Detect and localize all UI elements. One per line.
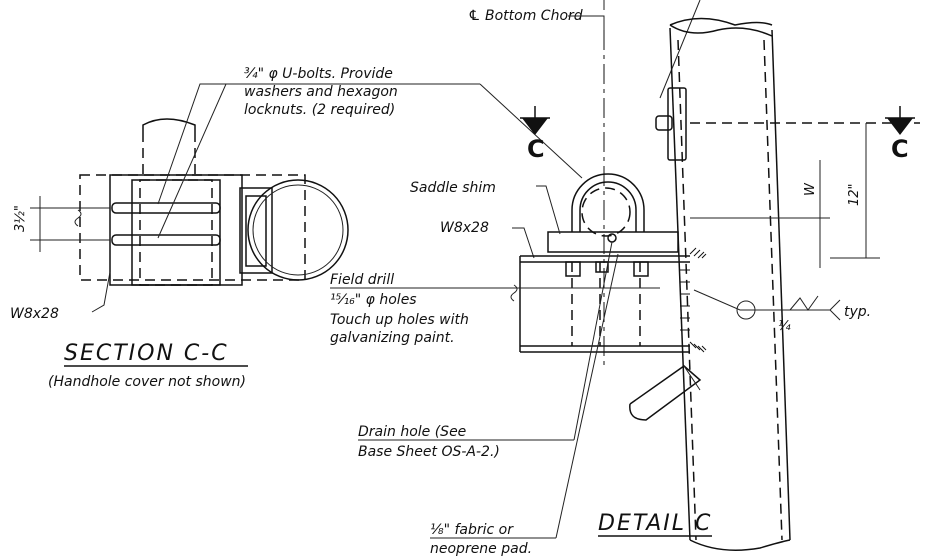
section-cc-pole: [142, 118, 196, 132]
field-drill-line-4: galvanizing paint.: [330, 330, 455, 346]
section-mark-left: C: [527, 135, 545, 163]
detail-c-view: ℄ Bottom Chord C C Saddl: [330, 0, 920, 557]
dimension-w: W: [690, 160, 830, 268]
weld-size: ¼: [778, 319, 791, 334]
saddle-label: Saddle shim: [410, 180, 496, 196]
svg-text:12": 12": [847, 183, 862, 206]
detail-c-title: DETAIL C: [598, 511, 712, 536]
section-mark-left-arrow: [522, 118, 548, 135]
brace-pipe: [629, 365, 702, 421]
pad-note-line-1: ⅛" fabric or: [430, 522, 514, 538]
ubolt-note-line-3: locknuts. (2 required): [244, 102, 395, 118]
drain-note-line-2: Base Sheet OS-A-2.): [358, 444, 500, 460]
dimension-12: 12": [830, 123, 880, 259]
drain-note-line-1: Drain hole (See: [358, 424, 466, 440]
drain-hole: [607, 233, 617, 243]
pad-note-line-2: neoprene pad.: [430, 541, 532, 557]
pole-bolt-plate: [667, 87, 687, 161]
detail-c-pole: [669, 17, 773, 26]
section-cc-pipe-circle: [247, 179, 349, 281]
section-cc-ubolt-top: [111, 202, 221, 214]
svg-text:W: W: [803, 182, 818, 196]
section-cc-title: SECTION C-C: [64, 341, 229, 366]
saddle-shim: [547, 231, 679, 253]
weld-all-around: [736, 300, 756, 320]
field-drill-line-3: Touch up holes with: [330, 312, 469, 328]
section-cc-subtitle: (Handhole cover not shown): [48, 374, 246, 390]
field-drill-line-1: Field drill: [330, 272, 394, 288]
section-cc-saddle-plate: [131, 179, 221, 286]
weld-symbol: [693, 289, 841, 321]
detail-u-bolt: [571, 173, 645, 232]
section-cc-view: 3½" W8x28 SECTION C-C (Handhole cover no…: [10, 118, 349, 390]
ubolt-note: ¾" φ U-bolts. Provide washers and hexago…: [157, 66, 583, 239]
section-cc-beam-label: W8x28: [10, 306, 59, 322]
chord-label: ℄ Bottom Chord: [468, 8, 583, 24]
section-cc-handhole-frame: [239, 187, 273, 274]
section-cc-ubolt-bottom: [111, 234, 221, 246]
ubolt-note-line-2: washers and hexagon: [244, 84, 398, 100]
detail-beam-label: W8x28: [440, 220, 489, 236]
field-drill-line-2: ¹⁵⁄₁₆" φ holes: [330, 292, 417, 308]
section-cc-dim-label: 3½": [13, 205, 28, 232]
weld-hatch: [680, 247, 707, 353]
section-mark-right: C: [891, 135, 909, 163]
ubolt-note-line-1: ¾" φ U-bolts. Provide: [244, 66, 393, 82]
weld-note: typ.: [844, 304, 871, 320]
chord-pipe: [581, 187, 631, 237]
section-mark-right-arrow: [887, 118, 913, 135]
section-cc-beam: [79, 174, 306, 281]
detail-beam: [519, 255, 690, 353]
